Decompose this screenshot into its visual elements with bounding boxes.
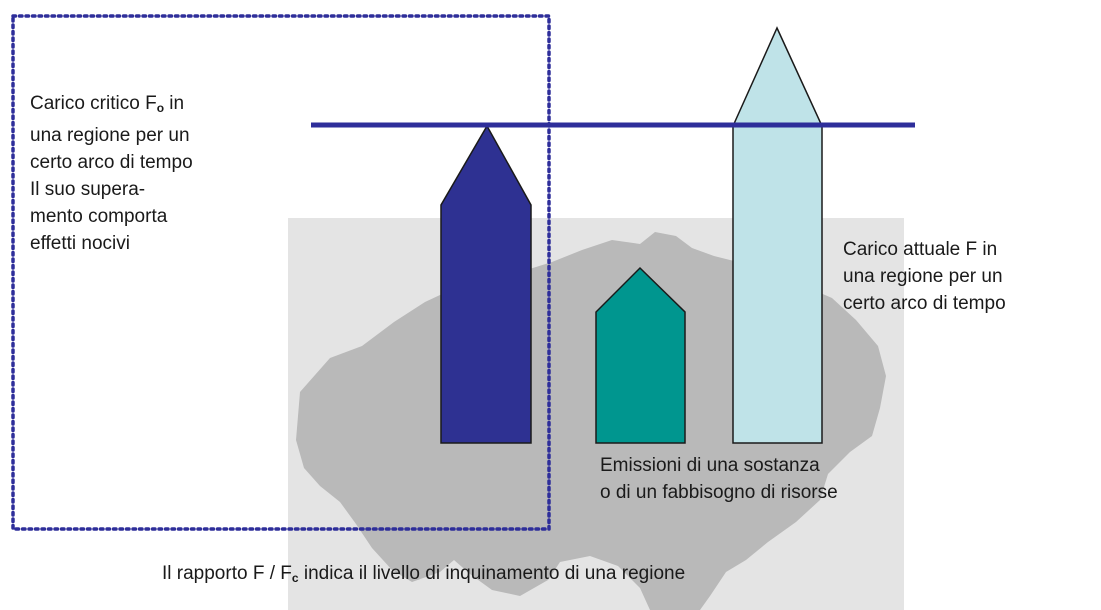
critical-load-line-3: certo arco di tempo [30,152,193,173]
critical-load-line-5: mento comporta [30,206,168,227]
critical-load-line-2: una regione per un [30,125,190,146]
emission-arrow [595,266,686,444]
critical-load-line-1: Carico critico Fo in [30,93,185,115]
subscript-o: o [156,101,165,115]
critical-load-line-6: effetti nocivi [30,233,130,254]
actual-load-line-1: Carico attuale F in [843,239,998,260]
actual-load-label: Carico attuale F in una regione per un c… [843,236,1006,317]
critical-load-dotted-frame [11,14,551,531]
actual-load-line-2: una regione per un [843,266,1003,287]
critical-load-label: Carico critico Fo in una regione per un … [30,90,193,257]
emission-line-1: Emissioni di una sostanza [600,455,820,476]
actual-load-line-3: certo arco di tempo [843,293,1006,314]
critical-load-line-4: Il suo supera- [30,179,146,200]
emission-label: Emissioni di una sostanza o di un fabbis… [600,452,838,506]
actual-load-arrow [732,26,823,444]
ratio-caption: Il rapporto F / Fc indica il livello di … [162,563,686,585]
subscript-c: c [291,571,299,585]
emission-line-2: o di un fabbisogno di risorse [600,482,838,503]
critical-load-arrow [440,124,532,444]
